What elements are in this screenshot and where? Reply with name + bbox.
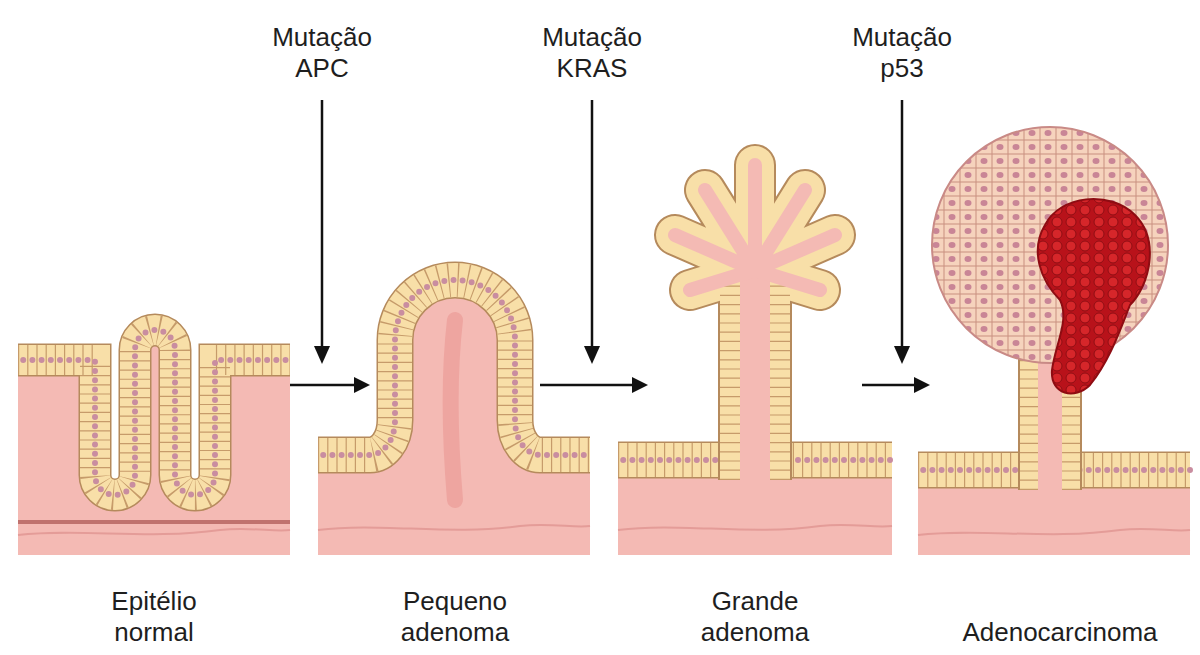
arrow-head (914, 377, 930, 393)
mutation-label: Mutação KRAS (527, 22, 657, 84)
epithelium-border (318, 280, 590, 455)
stroma (318, 280, 590, 555)
stroma-fiber (618, 525, 892, 530)
stage-caption: Pequeno adenoma (385, 586, 525, 648)
small-adenoma (318, 280, 590, 555)
invasive-carcinoma (1038, 199, 1150, 393)
stage-caption-group: Grande adenoma (685, 586, 825, 648)
nuclei (318, 280, 590, 455)
stage-caption: Grande adenoma (685, 586, 825, 648)
stage-caption-group: Epitélio normal (84, 586, 224, 648)
progression-arrow (540, 377, 648, 393)
arrow-head (354, 377, 370, 393)
epithelium-border (18, 330, 290, 495)
stage-caption-group: Pequeno adenoma (385, 586, 525, 648)
villus-core (675, 165, 835, 290)
mutation-arrow (321, 100, 324, 350)
stroma-fiber (318, 525, 590, 530)
normal-epithelium (18, 330, 290, 555)
stalk-core (740, 270, 770, 500)
stage-node: Epitélio normal (18, 120, 290, 648)
stroma (18, 330, 290, 555)
mutation-label: Mutação APC (257, 22, 387, 84)
cell-walls (18, 330, 290, 495)
stroma-fiber (18, 529, 290, 535)
muscularis-band (18, 520, 290, 524)
stage-node: Pequeno adenoma (370, 120, 540, 648)
large-adenoma (618, 165, 892, 555)
epithelium (18, 330, 290, 495)
arrow-line (290, 384, 356, 387)
mutation-arrow (901, 100, 904, 350)
arrow-line (540, 384, 634, 387)
mutation-arrow (591, 100, 594, 350)
arrow-head (632, 377, 648, 393)
epithelium (318, 280, 590, 455)
cell-walls (318, 280, 590, 455)
nuclei (18, 330, 290, 495)
stage-node: Grande adenoma (648, 120, 862, 648)
villus-epithelium (675, 165, 835, 290)
stage-caption: Adenocarcinoma (962, 617, 1157, 648)
adenocarcinoma (918, 127, 1190, 555)
arrow-line (862, 384, 916, 387)
stage-caption-group: Adenocarcinoma (935, 617, 1185, 648)
villus-border (675, 165, 835, 290)
stroma-core (450, 320, 455, 500)
progression-arrow (862, 377, 930, 393)
stage-node: Adenocarcinoma (930, 120, 1190, 648)
progression-arrow (290, 377, 370, 393)
arrow-head (894, 346, 910, 364)
mutation-arrows (314, 100, 910, 364)
arrow-head (314, 346, 330, 364)
stroma-fiber (918, 529, 1190, 535)
mutation-label: Mutação p53 (837, 22, 967, 84)
stage-caption: Epitélio normal (84, 586, 224, 648)
arrow-head (584, 346, 600, 364)
